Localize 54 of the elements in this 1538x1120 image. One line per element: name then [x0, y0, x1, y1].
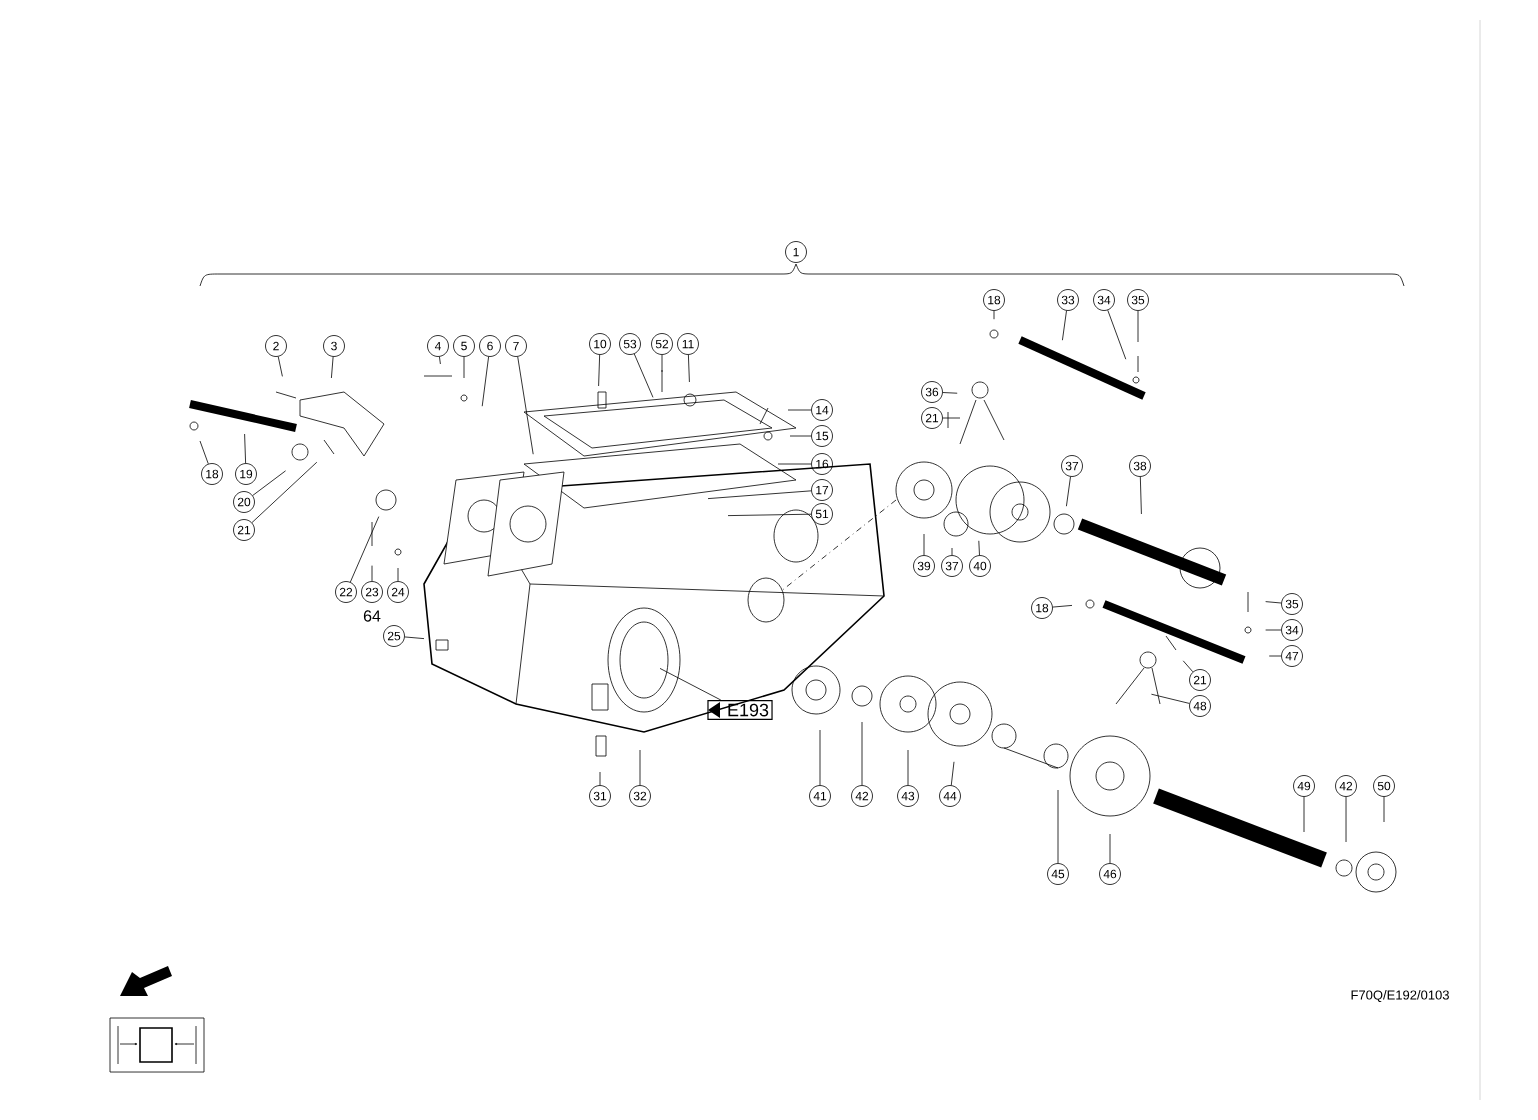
- leader-line: [942, 417, 961, 419]
- leader-line: [251, 461, 318, 523]
- leader-line: [1109, 833, 1111, 864]
- leader-line: [439, 356, 441, 365]
- leader-line: [688, 354, 690, 383]
- leader-line: [978, 540, 980, 556]
- leader-line: [777, 463, 812, 465]
- leader-line: [633, 353, 654, 398]
- leader-line: [599, 771, 601, 786]
- quantity-note: 64: [363, 610, 381, 622]
- leader-line: [404, 636, 425, 639]
- leader-line: [277, 356, 283, 377]
- leader-line: [598, 354, 601, 387]
- leader-line: [463, 356, 465, 379]
- leader-line: [1383, 796, 1385, 823]
- leader-line: [907, 749, 909, 786]
- leader-line: [1265, 629, 1282, 631]
- leader-line: [371, 565, 373, 582]
- leader-line: [1265, 601, 1282, 604]
- leader-line: [787, 409, 812, 411]
- leader-line: [639, 749, 641, 786]
- leader-line: [1182, 660, 1194, 673]
- leader-line: [252, 470, 286, 496]
- leader-line: [707, 490, 812, 499]
- leader-line: [993, 310, 995, 320]
- leader-line: [1052, 605, 1073, 608]
- leader-line: [244, 433, 246, 464]
- leader-line: [659, 668, 722, 701]
- leader-line: [481, 356, 489, 407]
- leader-line: [1139, 476, 1142, 515]
- leader-line: [1057, 789, 1059, 864]
- leader-line: [1137, 310, 1139, 343]
- leader-line: [789, 435, 812, 437]
- leader-line: [727, 513, 812, 516]
- reference-box: E193: [707, 700, 773, 720]
- leader-line: [1151, 693, 1190, 704]
- leader-line: [1268, 655, 1282, 657]
- leader-line: [1345, 796, 1347, 843]
- leader-line: [199, 440, 209, 465]
- leader-line: [349, 516, 380, 583]
- leader-line: [950, 761, 955, 786]
- leader-line: [861, 721, 863, 786]
- leader-line: [951, 547, 953, 556]
- leader-line: [1066, 476, 1071, 507]
- leader-line: [517, 356, 534, 455]
- leader-line: [397, 567, 399, 582]
- leader-line: [1303, 796, 1305, 833]
- leader-line: [1062, 310, 1067, 341]
- leader-line: [1107, 309, 1127, 360]
- leader-line: [331, 356, 334, 379]
- leader-line: [942, 392, 958, 394]
- leader-line: [819, 729, 821, 786]
- leader-line: [923, 533, 925, 556]
- leader-line: [661, 354, 663, 373]
